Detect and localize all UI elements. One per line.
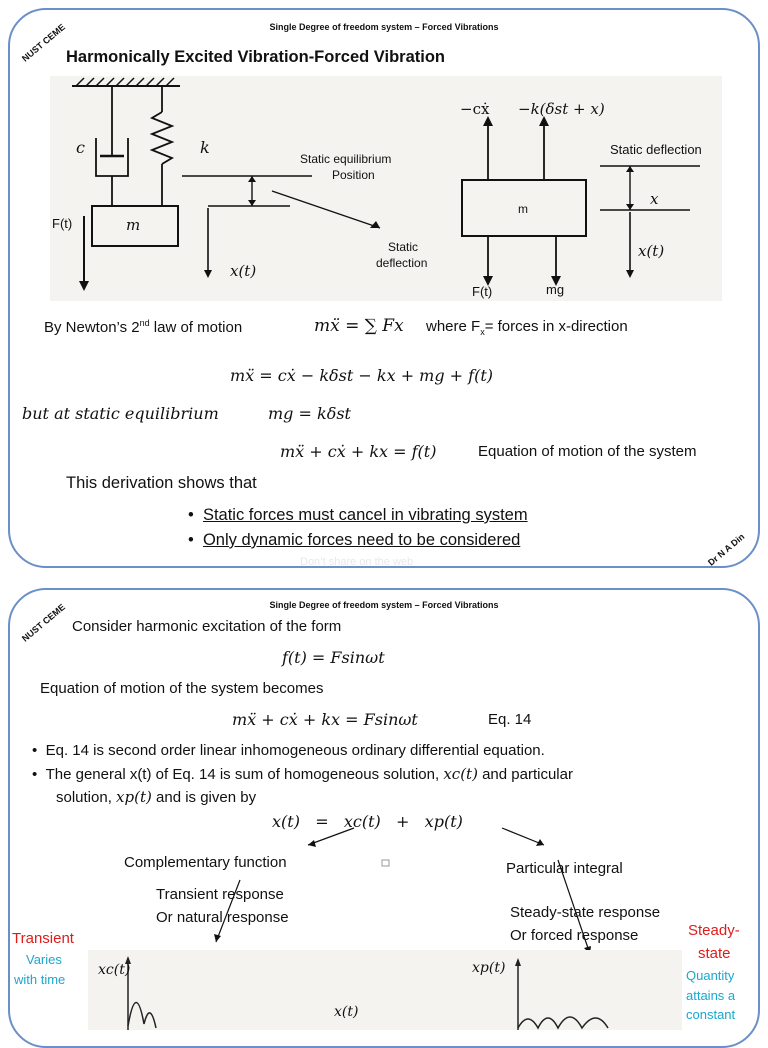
equation-3: mẍ + cẋ + kx = f(t) <box>280 442 437 461</box>
slide-header: Single Degree of freedom system – Forced… <box>269 600 499 610</box>
static-deflection-right-label: Static deflection <box>610 142 702 157</box>
derivation-text: This derivation shows that <box>66 474 257 492</box>
main-equation: mẍ + cẋ + kx = Fsinωt <box>232 710 418 729</box>
bullet-2: • Only dynamic forces need to be conside… <box>188 531 521 549</box>
static-eq-label: Static equilibrium <box>300 152 392 166</box>
consider-text: Consider harmonic excitation of the form <box>72 618 342 635</box>
damping-force-label: −cẋ <box>460 100 490 118</box>
slide-1: Single Degree of freedom system – Forced… <box>8 8 760 568</box>
bullet-1: • Eq. 14 is second order linear inhomoge… <box>32 742 545 759</box>
steady-annotation-1: Steady- <box>688 922 740 939</box>
forced-response-label: Or forced response <box>510 927 639 944</box>
response-graph-sketch <box>125 956 609 1030</box>
static-deflection-label-1: Static <box>388 240 419 254</box>
equation-number: Eq. 14 <box>488 711 532 728</box>
newton-equation: mẍ = ∑ Fx <box>314 316 404 336</box>
spring-label: k <box>200 138 210 157</box>
natural-response-label: Or natural response <box>156 909 289 926</box>
static-eq-position-label: Position <box>332 168 375 182</box>
spring-mass-damper-diagram <box>72 77 381 291</box>
slide-title: Harmonically Excited Vibration-Forced Vi… <box>66 48 445 66</box>
static-eq-text: but at static equilibrium <box>22 404 219 423</box>
eom-text: Equation of motion of the system becomes <box>40 680 324 697</box>
quantity-annotation: Quantity <box>686 968 735 983</box>
graph-xp-label: xp(t) <box>472 960 506 976</box>
damper-label: c <box>76 138 85 157</box>
watermark: Don’t share on the web <box>300 556 414 568</box>
figure-left: c k m F(t) x(t) Static equilibrium Posit… <box>50 76 450 301</box>
transient-response-label: Transient response <box>156 886 284 903</box>
equation-2: mg = kδst <box>268 404 351 423</box>
varies-annotation: Varies <box>26 952 62 967</box>
spring-force-label: −k(δst + x) <box>518 100 605 118</box>
equation-1: mẍ = cẋ − kδst − kx + mg + f(t) <box>230 366 494 385</box>
mass-label: m <box>126 216 141 234</box>
x-label-right: x <box>650 190 659 208</box>
force-label: F(t) <box>52 216 73 231</box>
free-body-diagram <box>461 116 700 286</box>
xt-label-right: x(t) <box>638 242 665 260</box>
response-graph: xc(t) x(t) xp(t) <box>88 950 682 1030</box>
steady-annotation-2: state <box>698 945 731 962</box>
where-text: where Fx= forces in x-direction <box>426 318 628 337</box>
slide-header: Single Degree of freedom system – Forced… <box>269 22 499 32</box>
transient-annotation: Transient <box>12 930 74 947</box>
ft-label-right: F(t) <box>472 284 493 299</box>
equation-3-label: Equation of motion of the system <box>478 443 697 460</box>
graph-xc-label: xc(t) <box>98 962 131 978</box>
slide-2: Single Degree of freedom system – Forced… <box>8 588 760 1048</box>
steady-response-label: Steady-state response <box>510 904 661 921</box>
with-time-annotation: with time <box>14 972 66 987</box>
bullet-2: • The general x(t) of Eq. 14 is sum of h… <box>32 765 573 783</box>
displacement-label: x(t) <box>230 262 257 280</box>
forcing-equation: f(t) = Fsinωt <box>282 648 385 667</box>
bullet-1: • Static forces must cancel in vibrating… <box>188 506 528 524</box>
solution-sum-equation: x(t) = xc(t) + xp(t) <box>272 812 463 831</box>
mass-label-right: m <box>518 202 528 216</box>
graph-x-label: x(t) <box>334 1004 359 1020</box>
particular-label: Particular integral <box>506 860 623 877</box>
mg-label-right: mg <box>546 282 565 297</box>
figure-right: −cẋ −k(δst + x) Static deflection m x x(… <box>450 76 722 301</box>
static-deflection-label-2: deflection <box>376 256 428 270</box>
attains-annotation: attains a <box>686 988 736 1003</box>
constant-annotation: constant <box>686 1007 736 1022</box>
newton-text: By Newton’s 2nd law of motion <box>44 318 243 336</box>
bullet-2-continued: solution, xp(t) and is given by <box>56 788 257 806</box>
complementary-label: Complementary function <box>124 854 287 871</box>
